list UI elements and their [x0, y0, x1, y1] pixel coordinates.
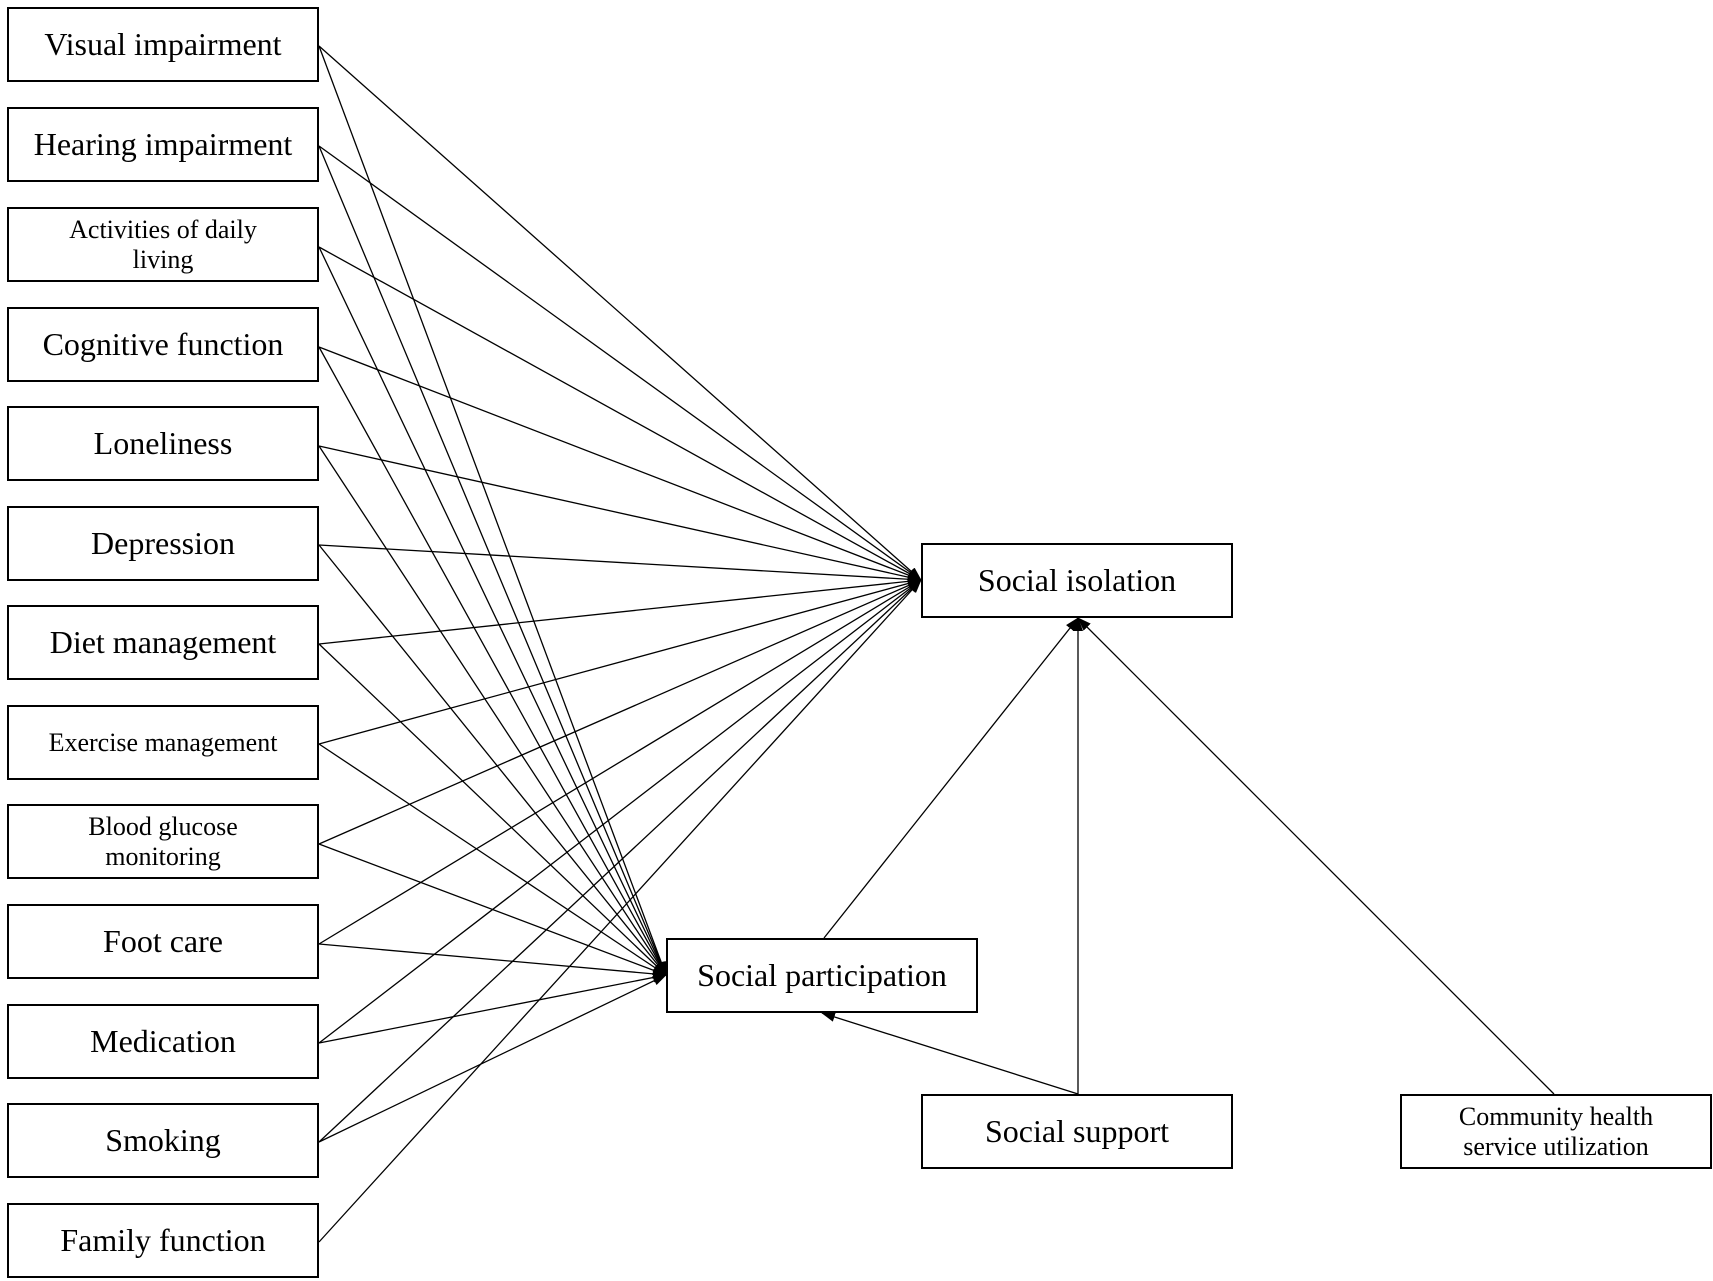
- edge-social-participation-to-social-isolation: [823, 617, 1079, 939]
- node-activities-of-daily-living: Activities of daily living: [7, 207, 319, 282]
- node-label: Visual impairment: [44, 26, 282, 63]
- node-label: Family function: [60, 1222, 266, 1259]
- edge-hearing-impairment-to-social-isolation: [318, 145, 922, 581]
- edge-visual-impairment-to-social-isolation: [318, 45, 922, 581]
- edge-activities-of-daily-living-to-social-isolation: [318, 246, 922, 581]
- edge-smoking-to-social-isolation: [318, 579, 922, 1143]
- node-blood-glucose-monitoring: Blood glucose monitoring: [7, 804, 319, 879]
- edge-activities-of-daily-living-to-social-participation: [318, 246, 667, 976]
- edge-diet-management-to-social-participation: [318, 643, 667, 976]
- node-smoking: Smoking: [7, 1103, 319, 1178]
- node-hearing-impairment: Hearing impairment: [7, 107, 319, 182]
- node-depression: Depression: [7, 506, 319, 581]
- node-loneliness: Loneliness: [7, 406, 319, 481]
- edge-hearing-impairment-to-social-participation: [318, 145, 667, 976]
- node-label: Exercise management: [48, 727, 278, 757]
- edge-diet-management-to-social-isolation: [318, 576, 922, 645]
- edge-medication-to-social-participation: [318, 972, 667, 1044]
- edge-community-health-service-utilization-to-social-isolation: [1077, 617, 1555, 1095]
- edge-depression-to-social-participation: [318, 544, 667, 976]
- node-medication: Medication: [7, 1004, 319, 1079]
- edge-exercise-management-to-social-isolation: [318, 578, 922, 745]
- node-diet-management: Diet management: [7, 605, 319, 680]
- node-exercise-management: Exercise management: [7, 705, 319, 780]
- node-social-isolation: Social isolation: [921, 543, 1233, 618]
- edge-social-support-to-social-participation: [821, 1012, 1079, 1095]
- node-label: Medication: [90, 1023, 236, 1060]
- edge-family-function-to-social-isolation: [318, 579, 922, 1243]
- node-social-participation: Social participation: [666, 938, 978, 1013]
- node-family-function: Family function: [7, 1203, 319, 1278]
- node-label: Social isolation: [977, 562, 1177, 599]
- edge-cognitive-function-to-social-participation: [318, 346, 667, 976]
- node-community-health-service-utilization: Community health service utilization: [1400, 1094, 1712, 1169]
- edge-medication-to-social-isolation: [318, 579, 922, 1044]
- edge-foot-care-to-social-isolation: [318, 579, 922, 945]
- edge-blood-glucose-monitoring-to-social-isolation: [318, 579, 922, 845]
- edge-depression-to-social-isolation: [318, 544, 922, 585]
- node-label: Smoking: [105, 1122, 221, 1159]
- edge-smoking-to-social-participation: [318, 974, 667, 1143]
- node-cognitive-function: Cognitive function: [7, 307, 319, 382]
- node-label: Cognitive function: [42, 326, 284, 363]
- edge-exercise-management-to-social-participation: [318, 743, 667, 976]
- node-label: Depression: [91, 525, 235, 562]
- node-label: Activities of daily living: [69, 214, 257, 274]
- edge-loneliness-to-social-isolation: [318, 445, 922, 583]
- node-social-support: Social support: [921, 1094, 1233, 1169]
- node-label: Social participation: [697, 957, 947, 994]
- edge-foot-care-to-social-participation: [318, 943, 667, 979]
- node-visual-impairment: Visual impairment: [7, 7, 319, 82]
- node-label: Community health service utilization: [1458, 1101, 1654, 1161]
- node-label: Blood glucose monitoring: [88, 811, 238, 871]
- edge-cognitive-function-to-social-isolation: [318, 346, 922, 581]
- node-label: Social support: [985, 1113, 1169, 1150]
- edge-visual-impairment-to-social-participation: [318, 45, 667, 976]
- node-label: Loneliness: [93, 425, 233, 462]
- edge-loneliness-to-social-participation: [318, 445, 667, 976]
- node-label: Hearing impairment: [33, 126, 293, 163]
- node-foot-care: Foot care: [7, 904, 319, 979]
- node-label: Foot care: [103, 923, 223, 960]
- node-label: Diet management: [49, 624, 277, 661]
- edge-blood-glucose-monitoring-to-social-participation: [318, 843, 667, 976]
